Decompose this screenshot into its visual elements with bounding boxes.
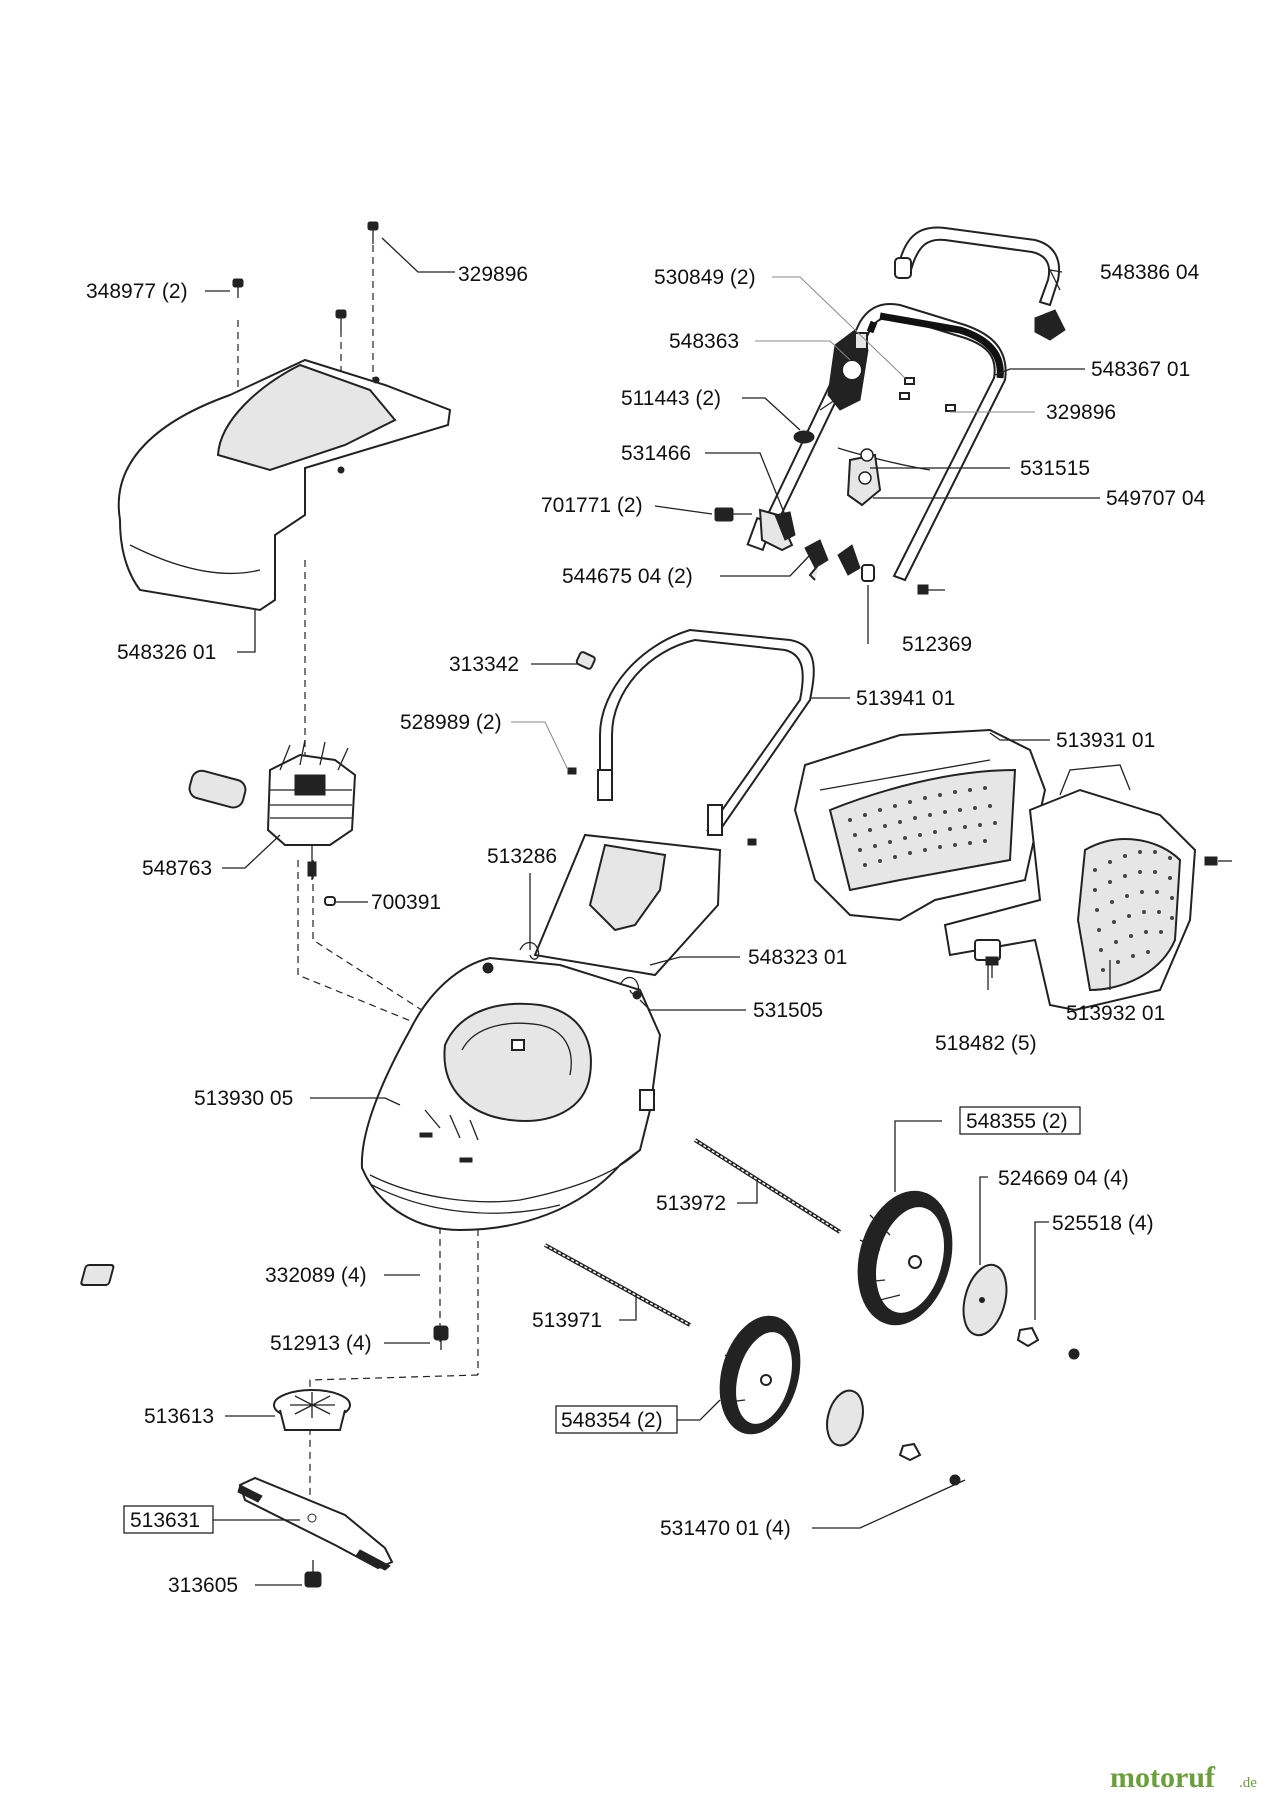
front-wheel-548354 bbox=[719, 1315, 801, 1435]
grille-pattern bbox=[848, 786, 997, 867]
cable-clip-549707 bbox=[837, 447, 931, 507]
top-cover-548326 bbox=[117, 221, 452, 612]
label-513941: 513941 01 bbox=[856, 687, 955, 710]
label-box-513631 bbox=[123, 1505, 214, 1534]
label-332089: 332089 (4) bbox=[265, 1264, 367, 1287]
label-348977: 348977 (2) bbox=[86, 280, 188, 303]
screw-icon bbox=[335, 309, 347, 330]
label-511443: 511443 (2) bbox=[621, 387, 721, 410]
label-548367: 548367 01 bbox=[1091, 358, 1190, 381]
nut-525518 bbox=[1016, 1326, 1040, 1348]
motor-548763 bbox=[188, 739, 357, 906]
label-700391: 700391 bbox=[371, 891, 441, 914]
watermark-tld: .de bbox=[1239, 1775, 1257, 1791]
grass-box-513931 bbox=[793, 728, 1232, 1012]
axle-513971 bbox=[544, 1243, 691, 1327]
label-512913: 512913 (4) bbox=[270, 1332, 372, 1355]
label-548326: 548326 01 bbox=[117, 641, 216, 664]
knob-544675 bbox=[804, 539, 861, 581]
top-bar-548386 bbox=[894, 226, 1066, 341]
label-548354: 548354 (2) bbox=[561, 1409, 663, 1432]
flap-548323 bbox=[519, 833, 722, 995]
bracket-531466 bbox=[758, 508, 796, 552]
rear-wheel-548355 bbox=[857, 1190, 953, 1326]
cap-511443 bbox=[793, 430, 815, 444]
label-513931: 513931 01 bbox=[1056, 729, 1155, 752]
label-518482: 518482 (5) bbox=[935, 1032, 1037, 1055]
label-548355: 548355 (2) bbox=[966, 1110, 1068, 1133]
hubcap-524669 bbox=[962, 1263, 1008, 1337]
label-548323: 548323 01 bbox=[748, 946, 847, 969]
fan-513613 bbox=[273, 1389, 351, 1431]
label-701771: 701771 (2) bbox=[541, 494, 643, 517]
bolt-313605 bbox=[304, 1560, 322, 1588]
washer-512369 bbox=[861, 564, 945, 595]
cap-531470 bbox=[1068, 1348, 1080, 1360]
label-513930: 513930 05 bbox=[194, 1087, 293, 1110]
label-531505: 531505 bbox=[753, 999, 823, 1022]
screw-icon bbox=[232, 278, 244, 298]
label-512369: 512369 bbox=[902, 633, 972, 656]
lower-handle-513941 bbox=[567, 628, 815, 846]
label-313605: 313605 bbox=[168, 1574, 238, 1597]
leader-lines bbox=[205, 237, 1111, 1586]
label-544675: 544675 04 (2) bbox=[562, 565, 693, 588]
label-box-548355 bbox=[959, 1106, 1081, 1135]
label-531515: 531515 bbox=[1020, 457, 1090, 480]
label-513972: 513972 bbox=[656, 1192, 726, 1215]
axle-513972 bbox=[693, 1138, 842, 1234]
screw-329896 bbox=[945, 404, 956, 412]
screw-701771 bbox=[714, 507, 752, 522]
nut-313342 bbox=[575, 651, 596, 670]
screw-530849 bbox=[904, 377, 915, 385]
label-525518: 525518 (4) bbox=[1052, 1212, 1154, 1235]
washer-332089 bbox=[80, 1264, 115, 1286]
blade-513631 bbox=[237, 1476, 394, 1571]
label-528989: 528989 (2) bbox=[400, 711, 502, 734]
label-513971: 513971 bbox=[532, 1309, 602, 1332]
label-513286: 513286 bbox=[487, 845, 557, 868]
label-524669: 524669 04 (4) bbox=[998, 1167, 1129, 1190]
screw-512913 bbox=[433, 1325, 449, 1350]
switch-assembly-548363 bbox=[819, 329, 869, 411]
label-329896-top: 329896 bbox=[458, 263, 528, 286]
label-549707: 549707 04 bbox=[1106, 487, 1206, 510]
label-531470: 531470 01 (4) bbox=[660, 1517, 791, 1540]
label-box-548354 bbox=[555, 1405, 678, 1434]
grille-pattern bbox=[1093, 850, 1174, 972]
label-313342: 313342 bbox=[449, 653, 519, 676]
label-329896-right: 329896 bbox=[1046, 401, 1116, 424]
label-531466: 531466 bbox=[621, 442, 691, 465]
nut-front bbox=[898, 1442, 922, 1462]
label-548363: 548363 bbox=[669, 330, 739, 353]
label-513932: 513932 01 bbox=[1066, 1002, 1165, 1025]
part-labels: 329896 348977 (2) 548326 01 548763 70039… bbox=[86, 261, 1206, 1597]
screw-icon bbox=[367, 221, 379, 244]
watermark-logo: motoruf .de bbox=[1110, 1761, 1257, 1794]
label-548386: 548386 04 bbox=[1100, 261, 1200, 284]
hubcap-front bbox=[826, 1389, 864, 1447]
label-513613: 513613 bbox=[144, 1405, 214, 1428]
label-530849: 530849 (2) bbox=[654, 266, 756, 289]
label-548763: 548763 bbox=[142, 857, 212, 880]
screw-530849 bbox=[899, 392, 910, 400]
label-513631: 513631 bbox=[130, 1509, 200, 1532]
watermark-brand: motoruf bbox=[1110, 1761, 1216, 1794]
deck-513930 bbox=[360, 956, 662, 1232]
